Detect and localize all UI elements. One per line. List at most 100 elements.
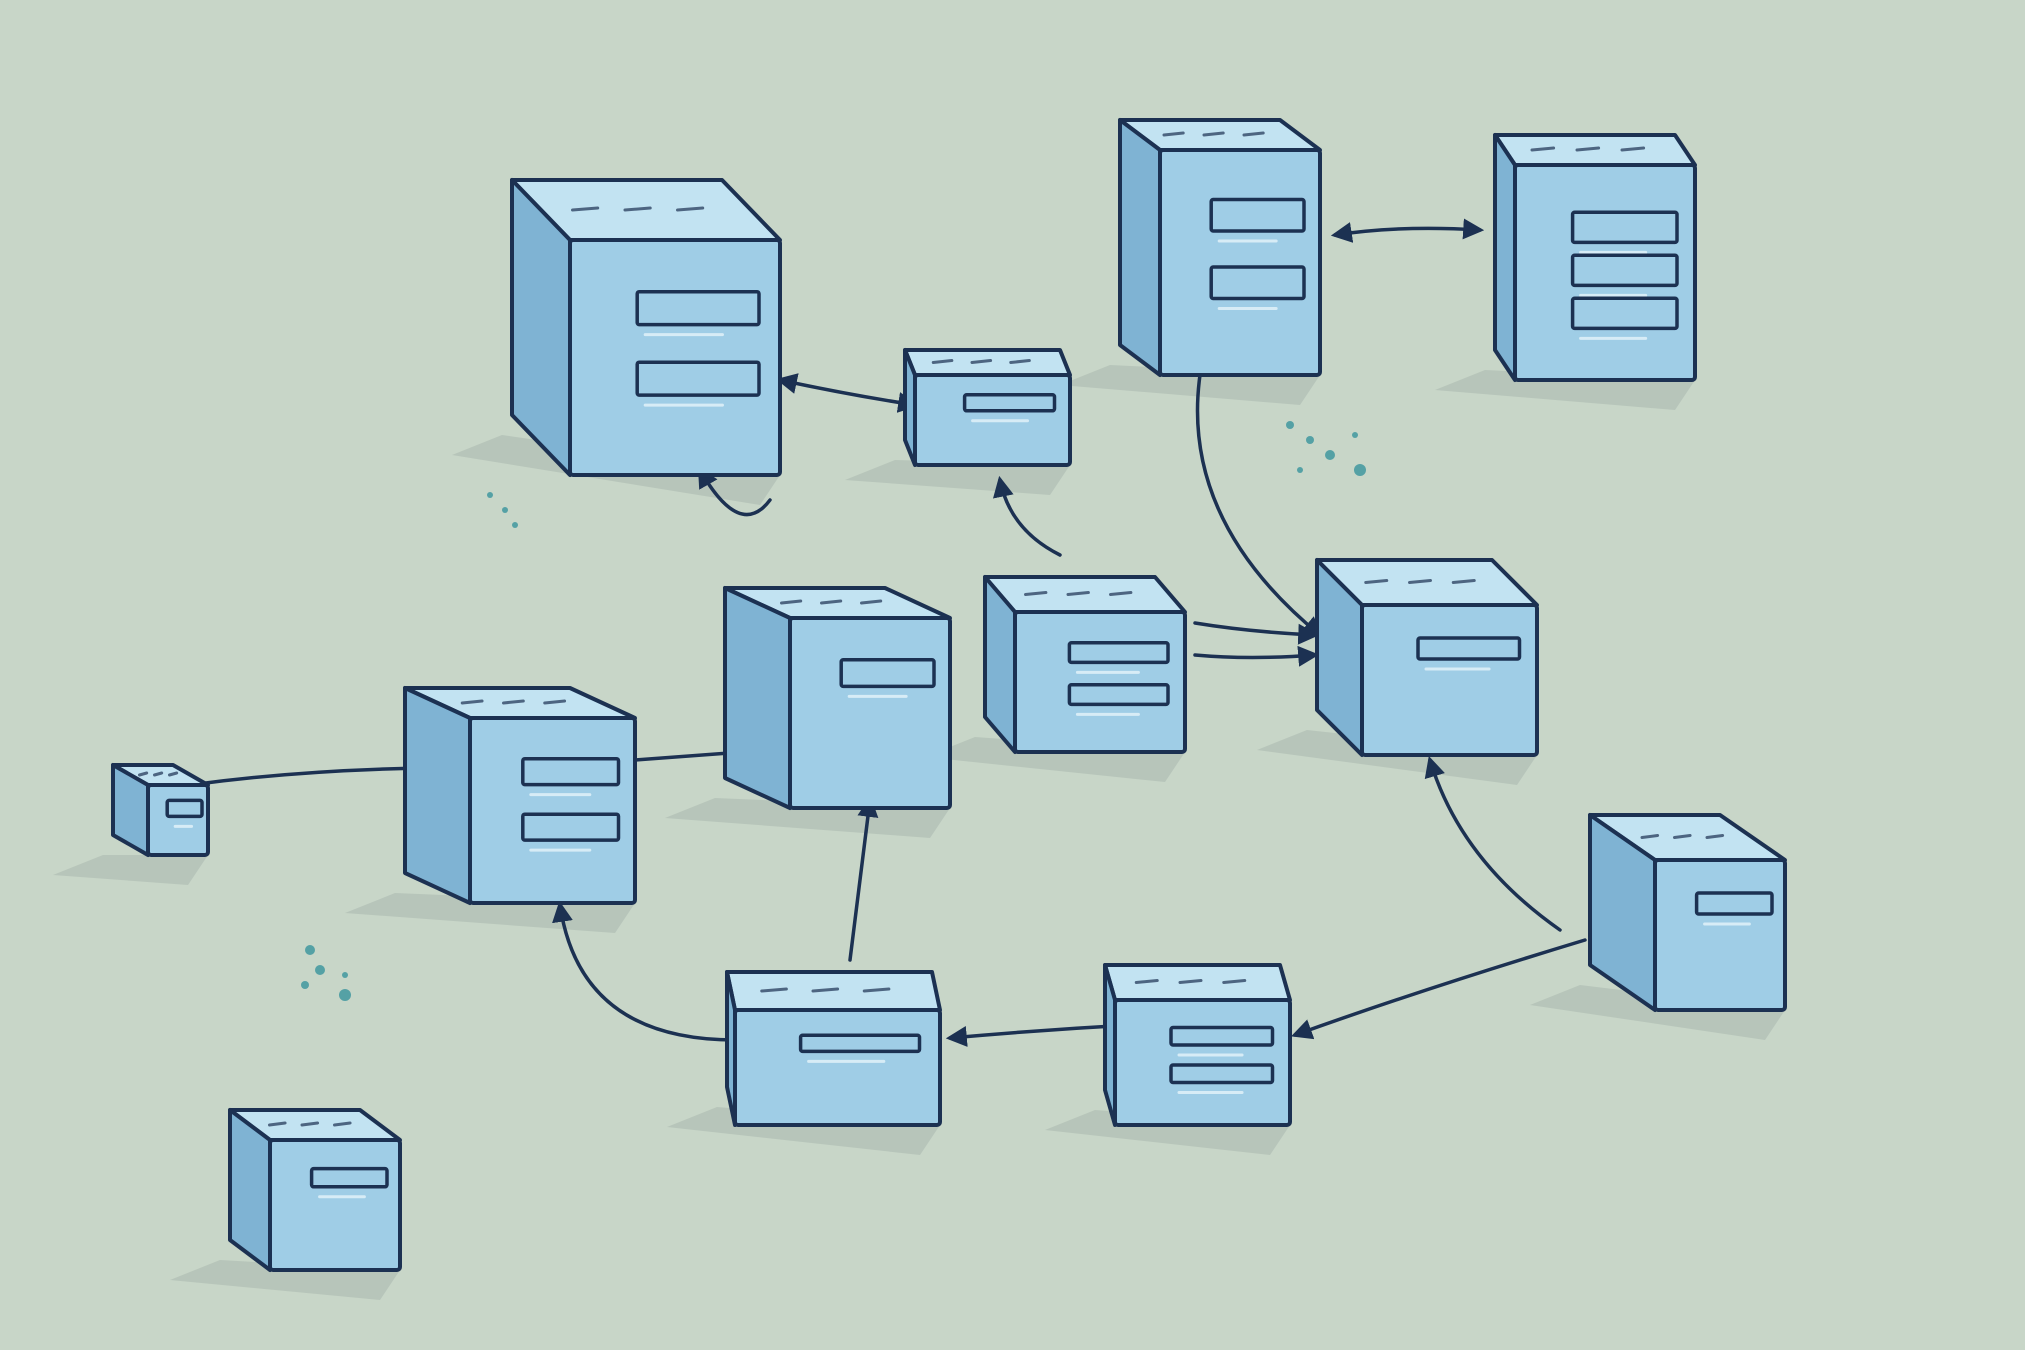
box-bottom-center-sketch-mark: [862, 987, 891, 993]
box-left-mid: [403, 686, 637, 905]
speckle-layer: [301, 421, 1366, 1001]
connector-line: [188, 757, 430, 787]
paint-speckle: [1354, 464, 1366, 476]
box-tiny-left-sketch-mark: [138, 771, 149, 777]
box-large-top-left-drawer-slot: [635, 360, 761, 397]
box-center-drawer-slot: [839, 658, 936, 689]
box-right-drawer-slot: [1416, 636, 1522, 661]
box-left-mid-drawer-slot: [521, 756, 621, 787]
paint-speckle: [487, 492, 493, 498]
box-bottom-right-center-sketch-mark: [1134, 979, 1159, 984]
box-tall-top-right-drawer-slot: [1209, 197, 1306, 233]
box-large-top-left-sketch-mark: [623, 206, 652, 212]
box-far-top-right-drawer-slot: [1570, 210, 1679, 245]
box-small-top-center-drawer-slot: [962, 393, 1057, 413]
box-small-top-center-shadow: [845, 460, 1070, 495]
box-center-side-face: [723, 586, 792, 810]
box-left-mid-drawer-slot: [521, 812, 621, 842]
paint-speckle: [342, 972, 348, 978]
box-bottom-right-center-drawer-slot: [1169, 1025, 1275, 1047]
box-bottom-center: [725, 970, 942, 1127]
box-right-sketch-mark: [1364, 579, 1389, 584]
connector-line: [552, 900, 737, 1042]
box-left-mid-front-face: [468, 716, 637, 905]
connector-line: [1193, 621, 1320, 645]
box-bottom-left-sketch-mark: [268, 1121, 287, 1127]
paint-speckle: [305, 945, 315, 955]
box-center-sketch-mark: [780, 599, 803, 605]
box-layer: [111, 118, 1787, 1272]
box-center-right-sketch-mark: [1024, 591, 1048, 596]
connector-line: [1330, 218, 1485, 243]
box-small-top-center-sketch-mark: [970, 359, 993, 364]
box-tiny-left-shadow: [53, 855, 208, 885]
connector-line: [1291, 938, 1587, 1040]
box-large-top-left: [510, 178, 782, 477]
box-bottom-left-sketch-mark: [333, 1121, 352, 1127]
box-far-top-right-side-face: [1493, 133, 1517, 382]
box-center-sketch-mark: [820, 599, 843, 605]
box-far-right: [1588, 813, 1787, 1012]
box-tall-top-right-sketch-mark: [1162, 131, 1185, 137]
paint-speckle: [315, 965, 325, 975]
box-tiny-left: [111, 763, 210, 857]
box-bottom-left-sketch-mark: [300, 1121, 320, 1127]
box-far-right-sketch-mark: [1640, 834, 1660, 839]
box-bottom-center-drawer-slot: [798, 1033, 922, 1054]
box-right: [1315, 558, 1539, 757]
box-right-sketch-mark: [1408, 579, 1432, 584]
box-large-top-left-front-face: [568, 238, 782, 477]
box-tiny-left-drawer-slot: [165, 798, 204, 819]
box-center-sketch-mark: [860, 599, 883, 605]
box-tall-top-right-drawer-slot: [1209, 265, 1306, 301]
box-bottom-right-center-sketch-mark: [1222, 979, 1247, 984]
box-tall-top-right: [1118, 118, 1322, 377]
box-bottom-center-top-face: [725, 970, 942, 1012]
box-center-right-front-face: [1013, 610, 1187, 754]
box-bottom-right-center-drawer-slot: [1169, 1063, 1275, 1085]
box-far-top-right-top-face: [1493, 133, 1697, 167]
box-tiny-left-sketch-mark: [153, 771, 164, 777]
box-far-top-right: [1493, 133, 1697, 382]
box-tall-top-right-front-face: [1158, 148, 1322, 377]
paint-speckle: [301, 981, 309, 989]
box-bottom-right-center-sketch-mark: [1178, 979, 1203, 984]
box-tall-top-right-sketch-mark: [1202, 131, 1225, 137]
box-large-top-left-sketch-mark: [676, 206, 705, 212]
box-bottom-center-sketch-mark: [811, 987, 840, 993]
paint-speckle: [512, 522, 518, 528]
box-left-mid-sketch-mark: [502, 699, 525, 705]
connector-line: [993, 475, 1062, 557]
connector-line: [848, 795, 879, 962]
box-tall-top-right-sketch-mark: [1242, 131, 1265, 137]
box-far-top-right-sketch-mark: [1620, 146, 1646, 152]
box-center: [723, 586, 952, 810]
box-bottom-center-front-face: [733, 1008, 942, 1127]
box-far-right-shadow: [1530, 985, 1785, 1040]
box-far-top-right-drawer-slot: [1570, 296, 1679, 331]
box-bottom-left-side-face: [228, 1108, 272, 1272]
paint-speckle: [1297, 467, 1303, 473]
box-bottom-left: [228, 1108, 402, 1272]
paint-speckle: [1325, 450, 1335, 460]
box-far-top-right-front-face: [1513, 163, 1697, 382]
connector-line: [697, 466, 772, 517]
connector-line: [1193, 645, 1320, 667]
box-right-shadow: [1257, 730, 1537, 785]
box-bottom-right-center-top-face: [1103, 963, 1292, 1002]
box-tiny-left-front-face: [146, 783, 210, 857]
paint-speckle: [339, 989, 351, 1001]
box-center-right-sketch-mark: [1066, 591, 1090, 596]
box-large-top-left-sketch-mark: [571, 206, 600, 212]
box-center-right-drawer-slot: [1067, 641, 1170, 665]
box-left-mid-sketch-mark: [543, 699, 567, 705]
paint-speckle: [1286, 421, 1294, 429]
box-far-right-front-face: [1653, 858, 1787, 1012]
paint-speckle: [1306, 436, 1314, 444]
paint-speckle: [1352, 432, 1358, 438]
box-bottom-center-sketch-mark: [760, 987, 788, 993]
box-tiny-left-sketch-mark: [168, 771, 179, 777]
box-center-right-top-face: [983, 575, 1187, 614]
box-far-right-drawer-slot: [1694, 891, 1774, 916]
